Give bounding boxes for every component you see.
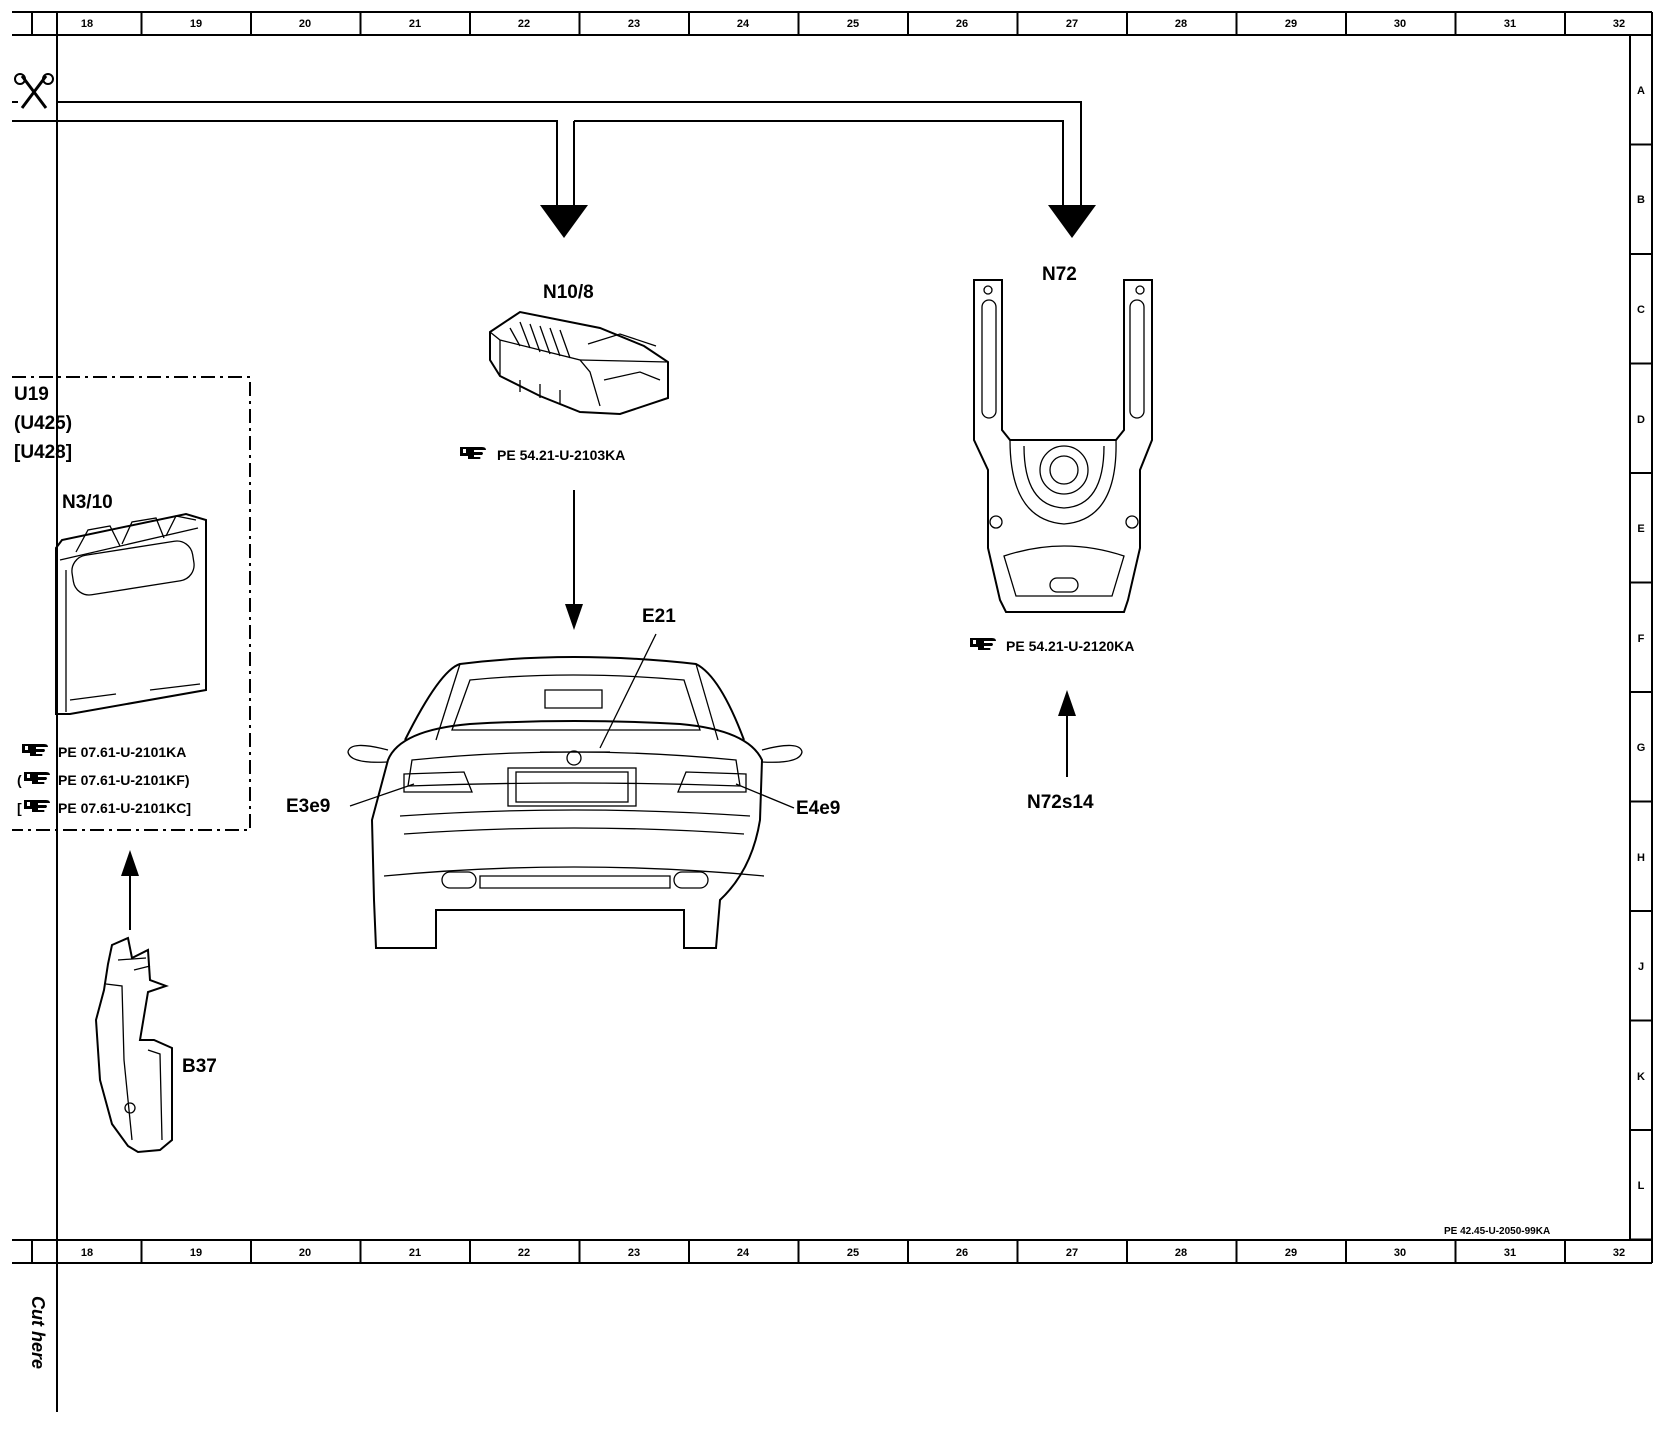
- cut-here-label: Cut here: [28, 1296, 48, 1369]
- col-label: 30: [1394, 1247, 1406, 1259]
- arrowhead-n72: [1048, 205, 1096, 238]
- pointing-hand-icon: [460, 447, 486, 459]
- col-label: 24: [737, 18, 750, 30]
- n72-label: N72: [1042, 264, 1077, 285]
- arrowhead-n10-8: [540, 205, 588, 238]
- col-label: 32: [1613, 1247, 1625, 1259]
- col-label: 26: [956, 18, 968, 30]
- arrow-b37-to-n3-10: [121, 850, 139, 930]
- leader-lines: [349, 633, 795, 809]
- row-label: J: [1638, 961, 1644, 973]
- ref-n10-8: PE 54.21-U-2103KA: [497, 447, 625, 463]
- row-label: F: [1638, 633, 1645, 645]
- n3-10-references: PE 07.61-U-2101KA ( PE 07.61-U-2101KF) […: [17, 744, 191, 816]
- arrow-n10-8-to-e21: [565, 490, 583, 630]
- col-label: 23: [628, 1247, 640, 1259]
- u425-label: (U425): [14, 413, 72, 434]
- col-label: 20: [299, 18, 311, 30]
- n10-8-reference: PE 54.21-U-2103KA: [460, 447, 625, 463]
- col-label: 19: [190, 18, 202, 30]
- col-label: 28: [1175, 18, 1187, 30]
- col-label: 29: [1285, 1247, 1297, 1259]
- col-label: 22: [518, 18, 530, 30]
- row-label: K: [1637, 1071, 1645, 1083]
- n3-10-label: N3/10: [62, 492, 113, 513]
- connector-lines: [57, 101, 1096, 238]
- col-label: 23: [628, 18, 640, 30]
- col-label: 21: [409, 18, 421, 30]
- scissors-icon: [12, 73, 54, 109]
- pointing-hand-icon: [970, 638, 996, 650]
- col-label: 18: [81, 18, 93, 30]
- arrow-n72s14-to-n72: [1058, 690, 1076, 777]
- col-label: 25: [847, 18, 859, 30]
- row-label: H: [1637, 852, 1645, 864]
- b37-label: B37: [182, 1056, 217, 1077]
- e4e9-label: E4e9: [796, 798, 840, 819]
- page-reference: PE 42.45-U-2050-99KA: [1444, 1226, 1550, 1237]
- col-label: 18: [81, 1247, 93, 1259]
- n72s14-label: N72s14: [1027, 792, 1094, 813]
- e3e9-label: E3e9: [286, 796, 330, 817]
- b37-pedal-sensor-drawing: [94, 936, 173, 1154]
- n3-10-control-unit-drawing: [55, 512, 207, 715]
- ref-bracket: (: [17, 772, 22, 788]
- vehicle-rear-view-drawing: [347, 656, 803, 949]
- col-label: 27: [1066, 18, 1078, 30]
- row-label: E: [1637, 523, 1644, 535]
- n72-reference: PE 54.21-U-2120KA: [970, 638, 1134, 654]
- u19-label: U19: [14, 384, 49, 405]
- col-label: 21: [409, 1247, 421, 1259]
- col-label: 24: [737, 1247, 750, 1259]
- col-label: 26: [956, 1247, 968, 1259]
- col-label: 20: [299, 1247, 311, 1259]
- row-label: B: [1637, 194, 1645, 206]
- pointing-hand-icon: [22, 744, 48, 756]
- row-labels: A B C D E F G H J K L: [1637, 85, 1646, 1192]
- n10-8-sam-module-drawing: [489, 310, 669, 416]
- n10-8-label: N10/8: [543, 282, 594, 303]
- n72-center-console-drawing: [973, 279, 1153, 613]
- pointing-hand-icon: [24, 800, 50, 812]
- col-label: 31: [1504, 18, 1516, 30]
- frame: [12, 11, 1653, 1412]
- col-label: 32: [1613, 18, 1625, 30]
- row-label: G: [1637, 742, 1646, 754]
- column-labels-top: 18 19 20 21 22 23 24 25 26 27 28 29 30 3…: [81, 18, 1625, 30]
- ref-n3-10-ka: PE 07.61-U-2101KA: [58, 744, 186, 760]
- col-label: 30: [1394, 18, 1406, 30]
- row-label: A: [1637, 85, 1645, 97]
- row-label: L: [1638, 1180, 1645, 1192]
- col-label: 22: [518, 1247, 530, 1259]
- col-label: 29: [1285, 18, 1297, 30]
- column-labels-bottom: 18 19 20 21 22 23 24 25 26 27 28 29 30 3…: [81, 1247, 1625, 1259]
- u428-label: [U428]: [14, 442, 72, 463]
- ref-bracket: [: [17, 800, 22, 816]
- col-label: 19: [190, 1247, 202, 1259]
- row-label: D: [1637, 414, 1645, 426]
- col-label: 31: [1504, 1247, 1516, 1259]
- ref-n3-10-kf: PE 07.61-U-2101KF): [58, 772, 190, 788]
- u19-boundary: [12, 376, 251, 831]
- col-label: 25: [847, 1247, 859, 1259]
- col-label: 27: [1066, 1247, 1078, 1259]
- ref-n3-10-kc: PE 07.61-U-2101KC]: [58, 800, 191, 816]
- col-label: 28: [1175, 1247, 1187, 1259]
- ref-n72: PE 54.21-U-2120KA: [1006, 638, 1134, 654]
- row-label: C: [1637, 304, 1645, 316]
- pointing-hand-icon: [24, 772, 50, 784]
- e21-label: E21: [642, 606, 676, 627]
